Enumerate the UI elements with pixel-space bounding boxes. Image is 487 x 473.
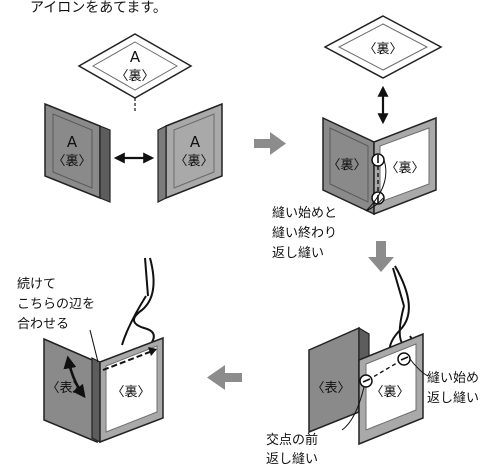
annotation-start-end-3: 返し縫い [272, 246, 324, 261]
leader-line [89, 329, 99, 363]
stitch-cross-tick [362, 378, 371, 383]
step3-back-piece [308, 326, 360, 434]
annotation-start-right-2: 返し縫い [427, 391, 479, 406]
step-arrow-icon [207, 365, 242, 390]
annotation-start-end-1: 縫い始めと [272, 206, 337, 221]
annotation-continue-2: こちらの辺を [17, 297, 95, 312]
annotation-continue-3: 合わせる [17, 317, 69, 332]
step3-ura: 〈裏〉 [370, 385, 409, 400]
step1-top-piece: A 〈裏〉 [77, 33, 193, 99]
step1-left-letter: A [67, 133, 78, 151]
annotation-cross-1: 交点の前 [266, 432, 318, 448]
step2-top-ura: 〈裏〉 [363, 42, 402, 57]
annotation-continue-1: 続けて [17, 277, 56, 292]
step2-top-piece: 〈裏〉 [323, 15, 443, 79]
step4-front-inner [105, 345, 158, 433]
leader-line [365, 197, 384, 212]
annotation-start-right-1: 縫い始め [427, 371, 479, 386]
step1-left-ura: 〈裏〉 [52, 154, 91, 169]
step2-group: 〈裏〉 〈裏〉 〈裏〉 縫い始めと 縫い終わり 返し縫い [272, 15, 443, 261]
step2-left-ura: 〈裏〉 [327, 158, 366, 173]
stitch-arrowhead [148, 347, 157, 356]
needle-thread-icon [121, 257, 155, 346]
step-arrow-icon [368, 241, 394, 272]
step1-right-letter: A [190, 133, 201, 151]
step-arrow-icon [254, 132, 286, 155]
stitch-start-tick [400, 356, 409, 361]
annotation-start-end-2: 縫い終わり [272, 225, 337, 241]
stitch-line [102, 349, 156, 371]
header-fragment: アイロンをあてます。 [30, 0, 167, 16]
step1-left-piece: A 〈裏〉 [44, 102, 111, 203]
leader-line [365, 159, 387, 212]
step3-group: 〈表〉 〈裏〉 縫い始め 返し縫い 交点の前 返し縫い [266, 265, 479, 467]
step1-right-ura: 〈裏〉 [174, 154, 213, 169]
step1-group: A 〈裏〉 A 〈裏〉 A 〈裏〉 [44, 33, 223, 203]
step4-group: 〈表〉 〈裏〉 続けて こちらの辺を 合わせる [17, 257, 164, 444]
step2-pair: 〈裏〉 〈裏〉 [322, 116, 437, 216]
step1-top-ura: 〈裏〉 [115, 69, 154, 84]
step4-ura: 〈裏〉 [111, 385, 150, 400]
annotation-cross-2: 返し縫い [266, 452, 318, 467]
step1-right-piece: A 〈裏〉 [157, 102, 223, 203]
step4-back-side [91, 357, 101, 443]
step3-omote: 〈表〉 [311, 381, 350, 396]
double-arrow-icon [63, 355, 86, 399]
step1-top-letter: A [130, 48, 141, 66]
leader-line [341, 386, 365, 431]
step2-right-ura: 〈裏〉 [385, 161, 424, 176]
leader-line [409, 358, 429, 377]
